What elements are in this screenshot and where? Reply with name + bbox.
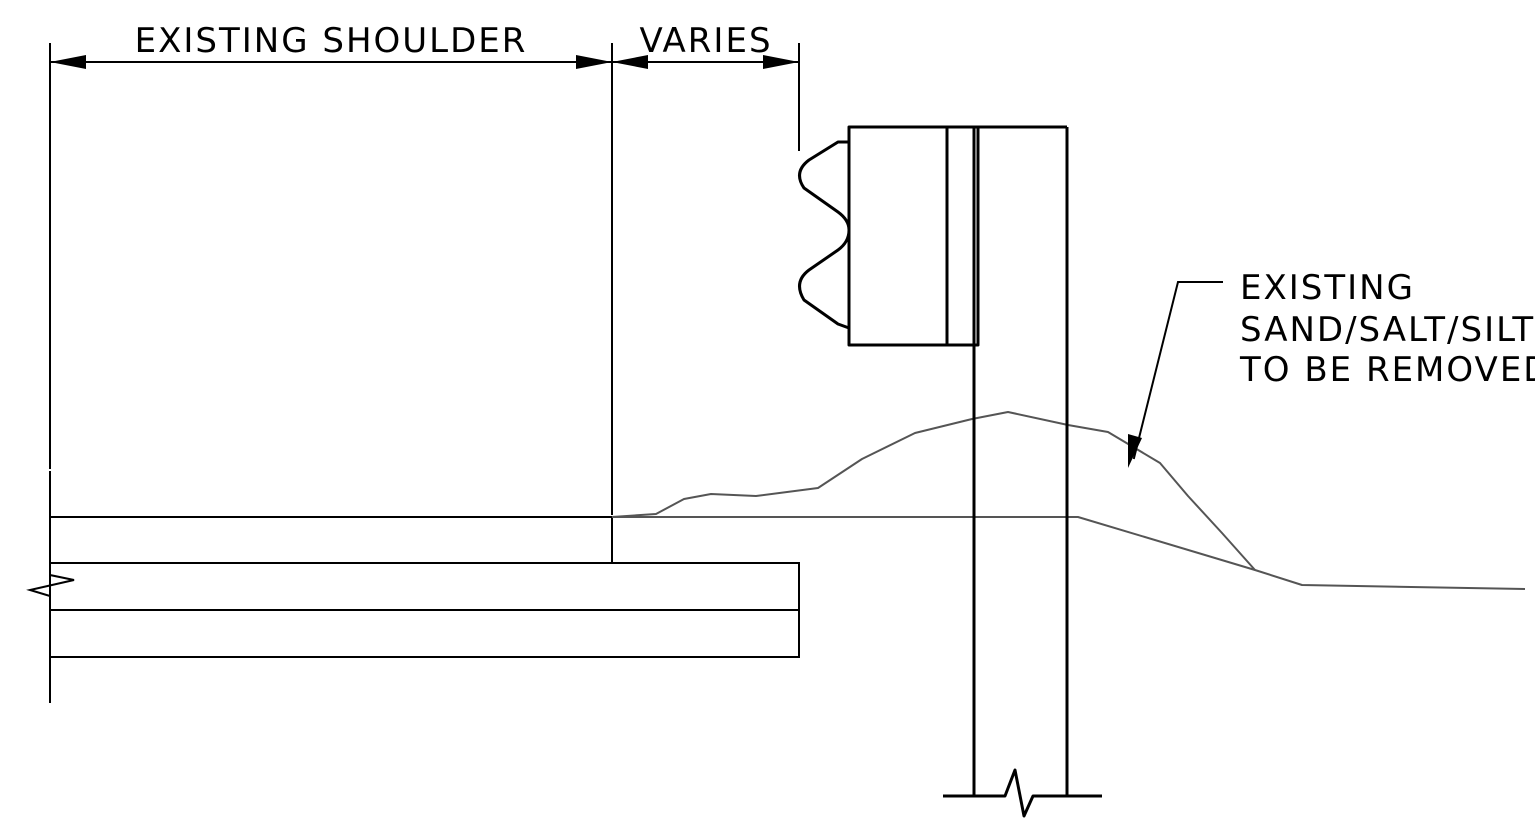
callout-arrowhead bbox=[1128, 434, 1142, 468]
dimension-arrow-left bbox=[612, 55, 648, 69]
break-line-symbol bbox=[26, 567, 75, 605]
dimension-varies: VARIES bbox=[611, 21, 800, 151]
sand-salt-silt-mound bbox=[611, 411, 1256, 571]
dimension-existing-shoulder: EXISTING SHOULDER bbox=[49, 21, 613, 515]
dimension-arrow-right bbox=[763, 55, 799, 69]
callout-line-1: EXISTING bbox=[1240, 268, 1415, 308]
existing-shoulder-label: EXISTING SHOULDER bbox=[135, 21, 528, 61]
post-break-symbol bbox=[943, 768, 1102, 818]
dimension-arrow-left bbox=[50, 55, 86, 69]
varies-label: VARIES bbox=[639, 21, 772, 61]
callout-leader bbox=[1128, 281, 1223, 468]
w-beam-rail bbox=[798, 140, 851, 330]
pavement-section bbox=[26, 471, 800, 703]
callout-line-2: SAND/SALT/SILT bbox=[1240, 310, 1535, 350]
sand-salt-silt-callout: EXISTING SAND/SALT/SILT TO BE REMOVED bbox=[1239, 268, 1535, 390]
dimension-arrow-right bbox=[576, 55, 612, 69]
spacer-block bbox=[847, 125, 1067, 347]
guardrail-post bbox=[943, 127, 1102, 818]
callout-line-3: TO BE REMOVED bbox=[1239, 350, 1535, 390]
